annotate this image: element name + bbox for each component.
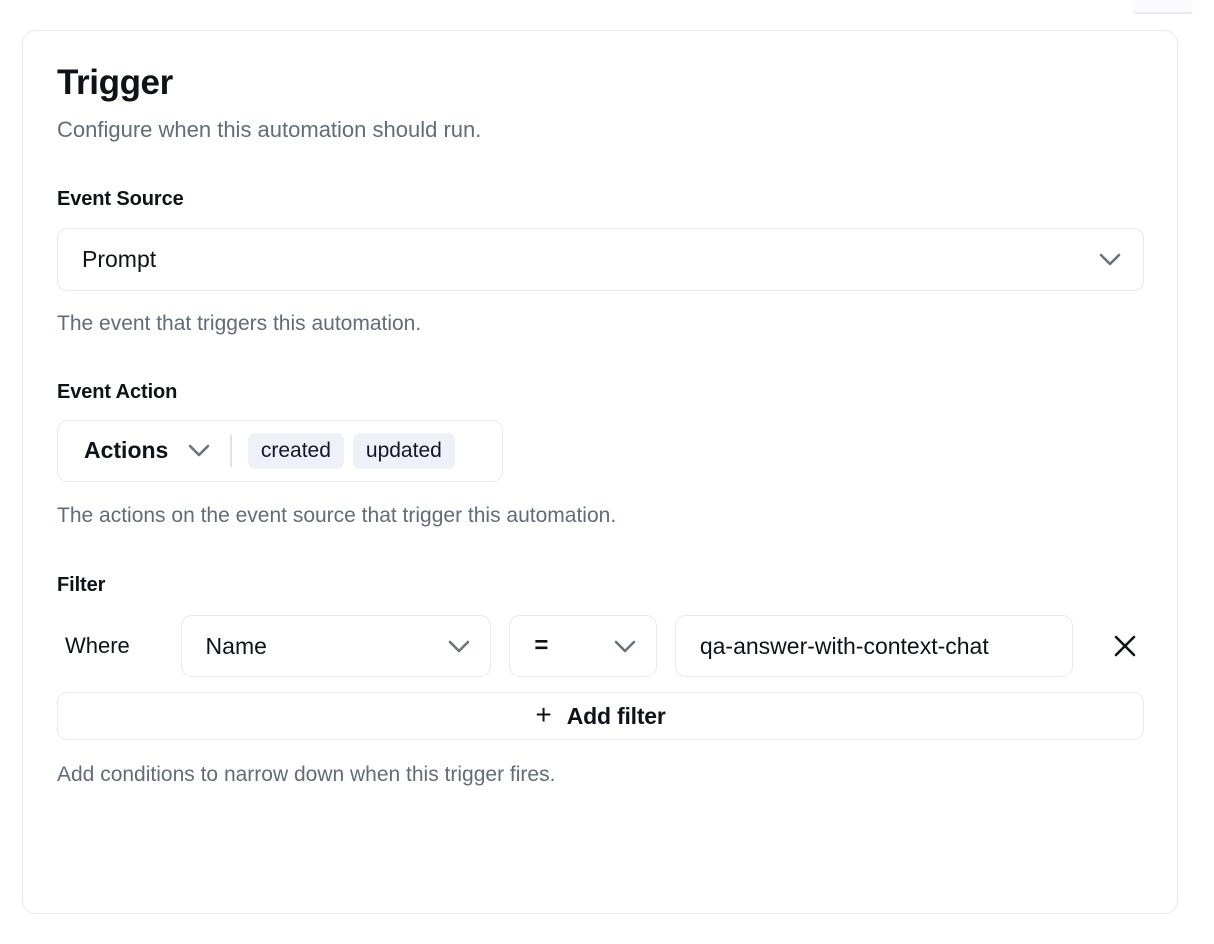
- plus-icon: +: [535, 699, 552, 731]
- page-title: Trigger: [57, 63, 173, 102]
- event-action-help: The actions on the event source that tri…: [57, 503, 617, 527]
- chevron-down-icon: [614, 640, 636, 653]
- filter-value-text: qa-answer-with-context-chat: [699, 632, 989, 659]
- divider: [230, 434, 232, 467]
- chevron-down-icon: [448, 640, 470, 653]
- chevron-down-icon: [1099, 253, 1121, 266]
- event-source-help: The event that triggers this automation.: [57, 311, 422, 335]
- filter-field-select[interactable]: Name: [180, 615, 492, 678]
- add-filter-label: Add filter: [566, 702, 666, 729]
- card-subtitle: Configure when this automation should ru…: [57, 117, 482, 143]
- event-source-section: Event Source Prompt The event that trigg…: [57, 187, 1144, 336]
- remove-filter-button[interactable]: [1107, 628, 1143, 664]
- trigger-card: Trigger Configure when this automation s…: [22, 30, 1178, 914]
- close-icon: [1112, 633, 1138, 659]
- filter-value-input[interactable]: qa-answer-with-context-chat: [674, 615, 1074, 678]
- event-source-label: Event Source: [57, 187, 184, 210]
- filter-operator-value: =: [534, 632, 549, 660]
- event-action-dropdown-label: Actions: [84, 437, 169, 464]
- event-source-select[interactable]: Prompt: [57, 227, 1144, 291]
- filter-row: Where Name =: [57, 615, 1143, 678]
- event-action-chips: created updated: [247, 432, 455, 469]
- filter-label: Filter: [57, 574, 106, 597]
- event-source-value: Prompt: [82, 245, 157, 272]
- where-label: Where: [65, 633, 130, 659]
- event-action-section: Event Action Actions created updated T: [57, 381, 1143, 528]
- filter-operator-select[interactable]: =: [509, 615, 657, 678]
- event-action-label: Event Action: [57, 380, 178, 403]
- chip-updated[interactable]: updated: [352, 432, 455, 469]
- filter-help: Add conditions to narrow down when this …: [57, 763, 556, 787]
- add-filter-button[interactable]: + Add filter: [57, 692, 1144, 741]
- event-action-dropdown[interactable]: Actions: [84, 437, 230, 464]
- chevron-down-icon: [188, 444, 210, 457]
- clipped-element-above-card: [1133, 0, 1193, 14]
- filter-field-value: Name: [205, 632, 267, 659]
- filter-section: Filter Where Name =: [57, 574, 1144, 787]
- event-action-control: Actions created updated: [57, 419, 503, 482]
- chip-created[interactable]: created: [247, 432, 344, 469]
